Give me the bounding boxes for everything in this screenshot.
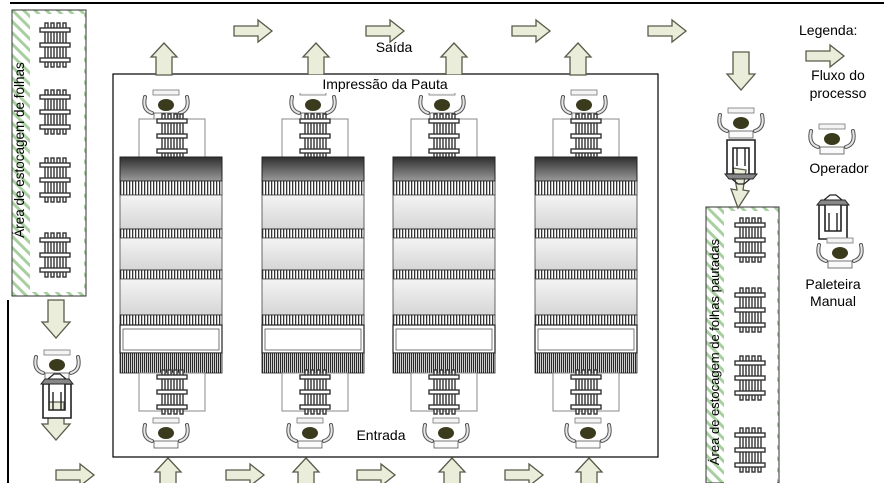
left-storage-label: Área de estocagem de folhas bbox=[12, 62, 27, 238]
printing-machine-1 bbox=[119, 88, 223, 450]
printing-machine-icon bbox=[392, 156, 496, 374]
operator-icon bbox=[717, 106, 765, 140]
pallet-jack-icon bbox=[816, 194, 850, 240]
pallet-icon bbox=[299, 369, 331, 415]
flow-arrow-icon bbox=[225, 463, 265, 483]
legend: Legenda: Fluxo do processo Operador Pale… bbox=[799, 22, 869, 309]
flow-arrow-icon bbox=[564, 42, 592, 76]
pallet-icon bbox=[156, 113, 188, 159]
operator-icon bbox=[816, 236, 864, 270]
flow-arrow-icon bbox=[511, 19, 551, 43]
legend-title: Legenda: bbox=[799, 22, 857, 38]
pallet-icon bbox=[299, 113, 331, 159]
pallet-icon bbox=[734, 355, 766, 401]
legend-flow-line1: Fluxo do bbox=[811, 67, 865, 83]
printing-machine-icon bbox=[534, 156, 638, 374]
flow-arrow-icon bbox=[356, 463, 396, 483]
flow-arrow-icon bbox=[726, 51, 756, 91]
pallet-icon bbox=[156, 369, 188, 415]
pallet-icon bbox=[39, 232, 71, 278]
flow-arrow-icon bbox=[292, 457, 320, 483]
pallet-icon bbox=[428, 113, 460, 159]
printing-machine-icon bbox=[261, 156, 365, 374]
right-storage-label: Área de estocagem de folhas pautadas bbox=[707, 238, 722, 465]
pallet-icon bbox=[570, 369, 602, 415]
printing-machine-3 bbox=[392, 88, 496, 450]
flow-arrow-icon bbox=[504, 463, 544, 483]
flow-arrow-icon bbox=[647, 19, 687, 43]
operator-icon bbox=[33, 348, 81, 382]
pallet-jack-icon bbox=[40, 373, 74, 419]
operator-icon bbox=[808, 122, 856, 156]
pallet-icon bbox=[734, 217, 766, 263]
printing-machine-icon bbox=[119, 156, 223, 374]
flow-arrow-icon bbox=[440, 42, 468, 76]
printing-machine-4 bbox=[534, 88, 638, 450]
flow-arrow-icon bbox=[805, 44, 845, 68]
right-storage-area: Área de estocagem de folhas pautadas bbox=[705, 206, 780, 483]
pallet-icon bbox=[428, 369, 460, 415]
printing-machine-2 bbox=[261, 88, 365, 450]
legend-operator: Operador bbox=[809, 160, 868, 176]
flow-arrow-icon bbox=[575, 457, 603, 483]
left-storage-area: Área de estocagem de folhas bbox=[11, 9, 87, 297]
printing-label: Impressão da Pauta bbox=[322, 76, 448, 92]
flow-arrow-icon bbox=[233, 19, 273, 43]
flow-arrow-icon bbox=[150, 42, 178, 76]
legend-flow-line2: processo bbox=[810, 85, 867, 101]
pallet-icon bbox=[39, 157, 71, 203]
pallet-jack-icon bbox=[724, 139, 758, 185]
exit-label: Saída bbox=[376, 39, 413, 55]
legend-pallet-line2: Manual bbox=[810, 293, 856, 309]
flow-arrow-icon bbox=[302, 42, 330, 76]
frame bbox=[7, 2, 884, 483]
pallet-icon bbox=[39, 22, 71, 68]
flow-arrow-icon bbox=[154, 457, 182, 483]
entry-label: Entrada bbox=[356, 427, 405, 443]
pallet-icon bbox=[734, 287, 766, 333]
flow-arrow-icon bbox=[438, 457, 466, 483]
flow-arrow-icon bbox=[41, 299, 71, 339]
flow-arrow-icon bbox=[55, 463, 95, 483]
pallet-icon bbox=[734, 427, 766, 473]
pallet-icon bbox=[570, 113, 602, 159]
legend-pallet-line1: Paleteira bbox=[805, 276, 860, 292]
pallet-icon bbox=[39, 89, 71, 135]
